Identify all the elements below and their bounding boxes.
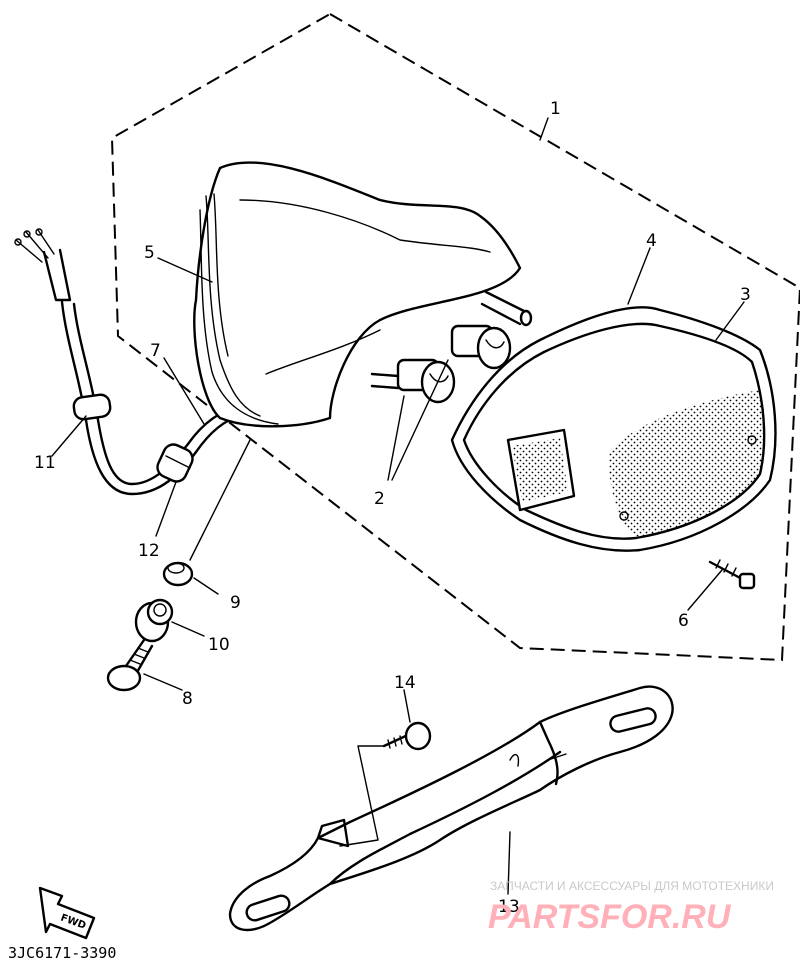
callout-14: 14 — [394, 673, 416, 693]
callout-10: 10 — [208, 635, 230, 655]
wire-harness-part — [14, 228, 246, 496]
callout-4: 4 — [646, 231, 657, 251]
leader-lines — [51, 117, 745, 895]
callout-2: 2 — [374, 489, 385, 509]
collar-part — [162, 561, 194, 587]
bracket-screw-part — [382, 721, 432, 751]
grommet-part — [156, 443, 194, 483]
watermark: ЗАПЧАСТИ И АКСЕССУАРЫ ДЛЯ МОТОТЕХНИКИ PA… — [488, 879, 774, 936]
callout-13: 13 — [498, 897, 520, 917]
callout-1: 1 — [550, 99, 561, 119]
base-housing-part — [193, 161, 533, 428]
callout-5: 5 — [144, 243, 155, 263]
watermark-tagline: ЗАПЧАСТИ И АКСЕССУАРЫ ДЛЯ МОТОТЕХНИКИ — [490, 879, 774, 893]
bulb-part — [370, 324, 512, 404]
callout-12: 12 — [138, 541, 160, 561]
callout-7: 7 — [150, 341, 161, 361]
lens-screw-part — [708, 559, 756, 590]
callout-6: 6 — [678, 611, 689, 631]
damper-part — [134, 598, 174, 643]
callout-labels: 1 2 3 4 5 6 7 8 9 10 11 12 13 14 — [34, 99, 751, 917]
watermark-brand: PARTSFOR.RU — [488, 898, 732, 936]
callout-8: 8 — [182, 689, 193, 709]
callout-11: 11 — [34, 453, 56, 473]
bolt-part — [106, 638, 154, 692]
callout-9: 9 — [230, 593, 241, 613]
assembly-boundary — [110, 12, 800, 662]
fwd-arrow-icon: FWD — [38, 886, 96, 940]
callout-3: 3 — [740, 285, 751, 305]
plate-bracket-part — [228, 685, 674, 932]
diagram-code: 3JC6171-3390 — [8, 944, 116, 962]
lens-part — [450, 306, 777, 552]
